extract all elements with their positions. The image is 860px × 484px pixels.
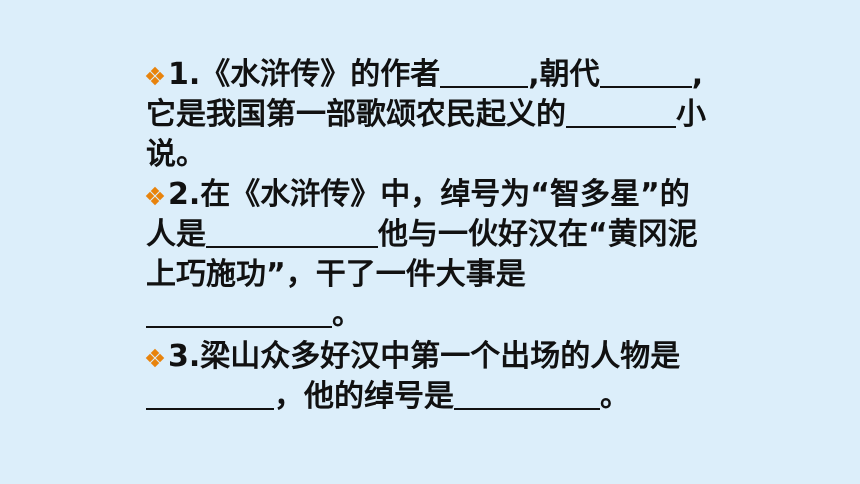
q1-genre-blank <box>566 98 676 128</box>
question-2-line-2: 人是 他与一伙好汉在“黄冈泥 <box>146 215 786 255</box>
q1-text-a: 1.《水浒传》的作者 <box>168 57 441 92</box>
question-2-line-3: 上巧施功”，干了一件大事是 <box>146 257 526 292</box>
question-1-line-3: 说。 <box>146 137 206 172</box>
q2-text-c: 他与一伙好汉在“黄冈泥 <box>378 217 698 252</box>
q3-character-blank <box>146 380 274 410</box>
q3-text-a: 3.梁山众多好汉中第一个出场的人物是 <box>168 339 681 374</box>
q1-author-blank <box>440 58 529 88</box>
q3-text-c: 。 <box>600 379 630 414</box>
q1-dynasty-blank <box>599 58 692 88</box>
q2-text-b: 人是 <box>146 217 206 252</box>
q3-nickname-blank <box>454 380 600 410</box>
q1-text-b: ,朝代 <box>528 57 600 92</box>
q2-text-a: 2.在《水浒传》中，绰号为“智多星”的 <box>168 177 690 212</box>
question-2: 2.在《水浒传》中，绰号为“智多星”的 人是 他与一伙好汉在“黄冈泥 上巧施功”，… <box>145 175 786 335</box>
q2-person-blank <box>206 218 378 248</box>
q2-text-d: 。 <box>332 297 362 332</box>
orange-diamond-bullet-icon <box>145 66 165 86</box>
q1-text-d: 它是我国第一部歌颂农民起义的 <box>146 97 566 132</box>
orange-diamond-bullet-icon <box>145 348 165 368</box>
question-3-line-1: 3.梁山众多好汉中第一个出场的人物是 <box>145 337 786 377</box>
question-1: 1.《水浒传》的作者 ,朝代, 它是我国第一部歌颂农民起义的 小 说。 <box>145 55 786 175</box>
question-2-line-1: 2.在《水浒传》中，绰号为“智多星”的 <box>145 175 786 215</box>
question-3: 3.梁山众多好汉中第一个出场的人物是 ，他的绰号是 。 <box>145 337 786 417</box>
q1-text-e: 小 <box>676 97 706 132</box>
orange-diamond-bullet-icon <box>145 186 165 206</box>
question-1-line-2: 它是我国第一部歌颂农民起义的 小 <box>146 95 786 135</box>
question-1-line-1: 1.《水浒传》的作者 ,朝代, <box>145 55 786 95</box>
question-2-line-4: 。 <box>146 295 786 335</box>
q1-text-c: , <box>691 57 704 92</box>
q3-text-b: ，他的绰号是 <box>274 379 454 414</box>
q2-event-blank <box>146 298 332 328</box>
question-3-line-2: ，他的绰号是 。 <box>146 377 786 417</box>
